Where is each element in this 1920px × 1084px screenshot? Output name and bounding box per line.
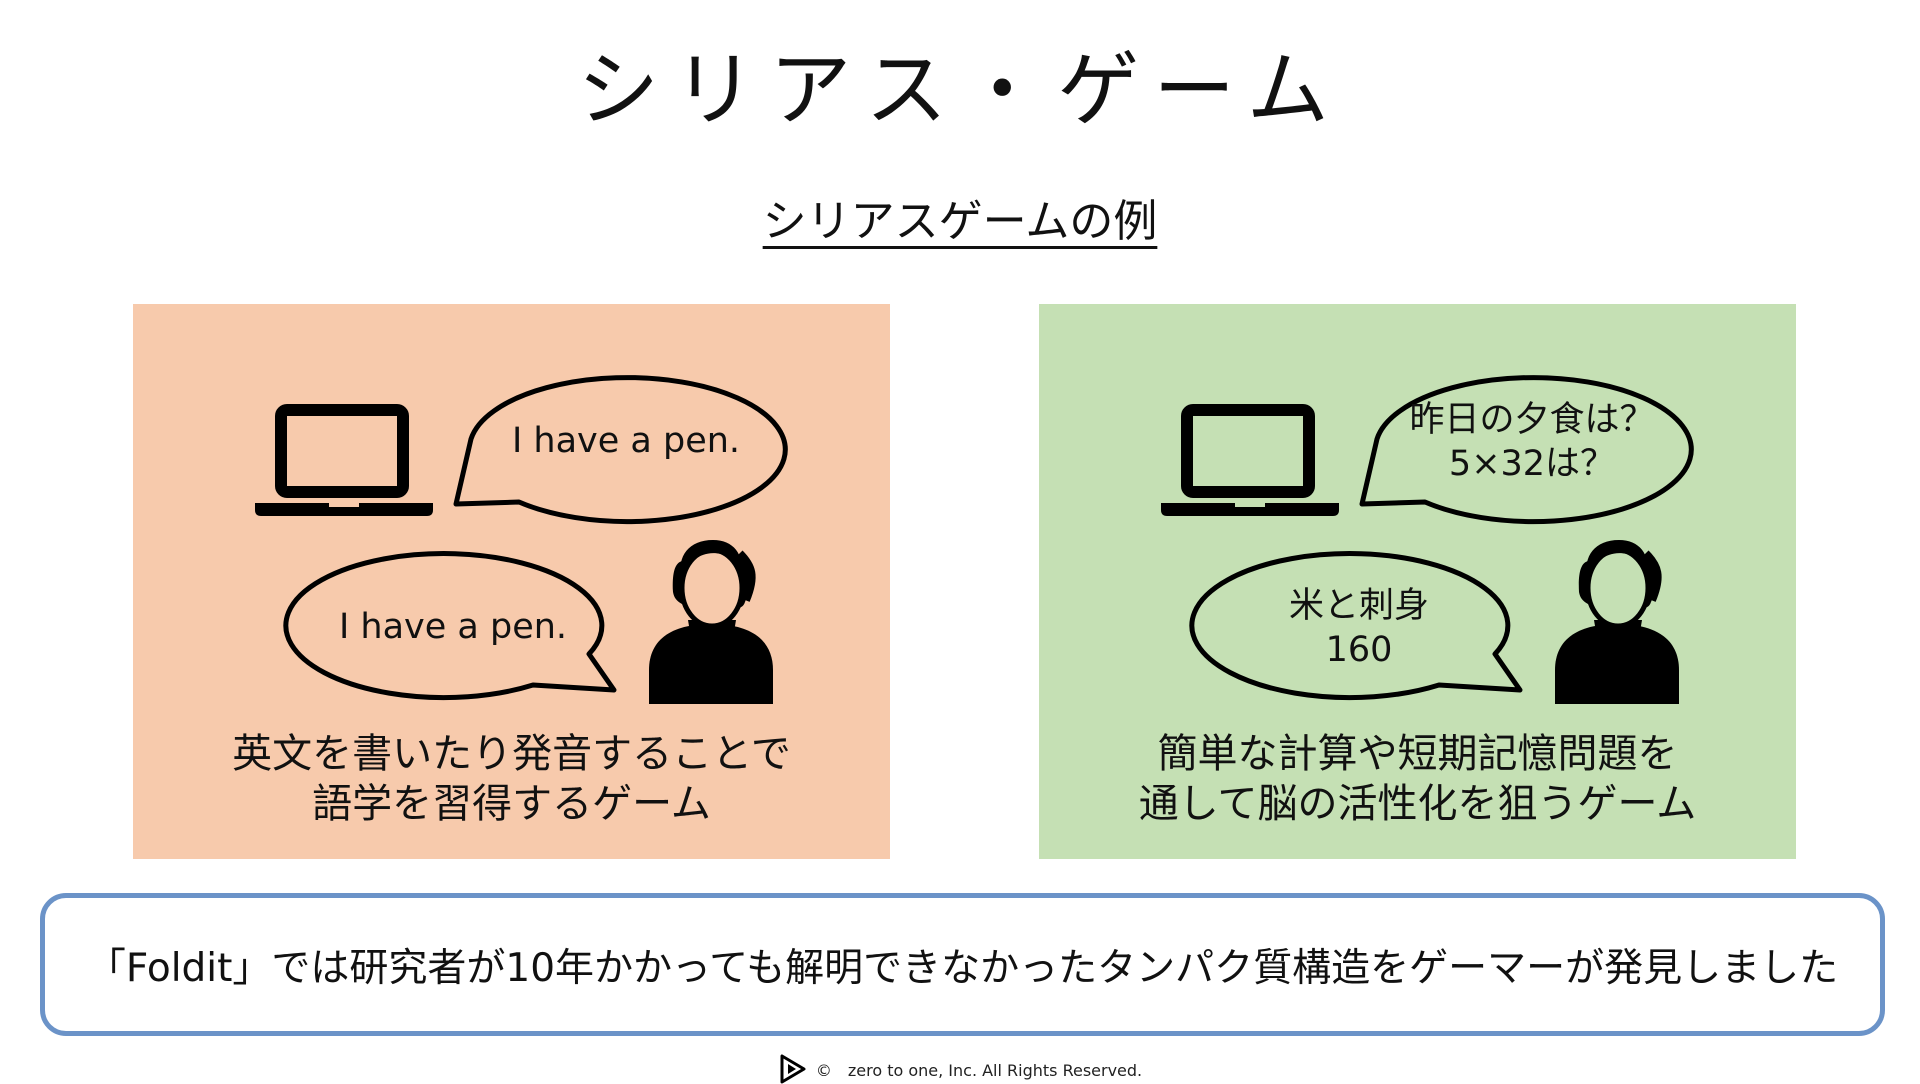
speech-bubble-top bbox=[453, 375, 788, 525]
panel-right-illustration bbox=[1161, 375, 1694, 704]
bubble-top-text: I have a pen. bbox=[511, 421, 741, 461]
caption-line: 簡単な計算や短期記憶問題を bbox=[1157, 731, 1678, 777]
laptop-icon bbox=[255, 404, 433, 516]
foldit-callout: 「Foldit」では研究者が10年かかっても解明できなかったタンパク質構造をゲー… bbox=[40, 893, 1885, 1036]
speech-bubble-bottom bbox=[283, 551, 617, 701]
caption-line: 英文を書いたり発音することで bbox=[232, 731, 791, 777]
speech-bubble-top bbox=[1359, 375, 1694, 525]
caption-line: 語学を習得するゲーム bbox=[312, 781, 711, 827]
bubble-top-text: 昨日の夕食は？ 5×32は？ bbox=[1373, 398, 1691, 486]
subtitle-text: シリアスゲームの例 bbox=[762, 196, 1158, 247]
bubble-line: 昨日の夕食は？ bbox=[1409, 400, 1655, 440]
play-logo-icon bbox=[780, 1054, 806, 1084]
person-icon bbox=[1555, 540, 1679, 704]
bubble-bottom-text: I have a pen. bbox=[338, 607, 568, 647]
copyright-text: © zero to one, Inc. All Rights Reserved. bbox=[815, 1061, 1143, 1080]
bubble-line: 5×32は？ bbox=[1448, 444, 1616, 484]
panel-caption: 簡単な計算や短期記憶問題を 通して脳の活性化を狙うゲーム bbox=[1039, 729, 1796, 829]
laptop-icon bbox=[1161, 404, 1339, 516]
bubble-line: 米と刺身 bbox=[1288, 586, 1429, 626]
bubble-line: 160 bbox=[1325, 630, 1393, 670]
panel-language-game: I have a pen. I have a pen. 英文を書いたり発音するこ… bbox=[133, 304, 890, 859]
person-icon bbox=[649, 540, 773, 704]
panel-brain-game: 昨日の夕食は？ 5×32は？ 米と刺身 160 簡単な計算や短期記憶問題を 通し… bbox=[1039, 304, 1796, 859]
bubble-bottom-text: 米と刺身 160 bbox=[1200, 584, 1518, 672]
callout-text: 「Foldit」では研究者が10年かかっても解明できなかったタンパク質構造をゲー… bbox=[86, 945, 1839, 991]
footer: © zero to one, Inc. All Rights Reserved. bbox=[0, 1054, 1920, 1084]
caption-line: 通して脳の活性化を狙うゲーム bbox=[1138, 781, 1697, 827]
slide-subtitle: シリアスゲームの例 bbox=[0, 196, 1920, 249]
panel-left-illustration bbox=[255, 375, 788, 704]
speech-bubble-bottom bbox=[1189, 551, 1523, 701]
slide-title: シリアス・ゲーム bbox=[577, 43, 1343, 138]
panel-caption: 英文を書いたり発音することで 語学を習得するゲーム bbox=[133, 729, 890, 829]
